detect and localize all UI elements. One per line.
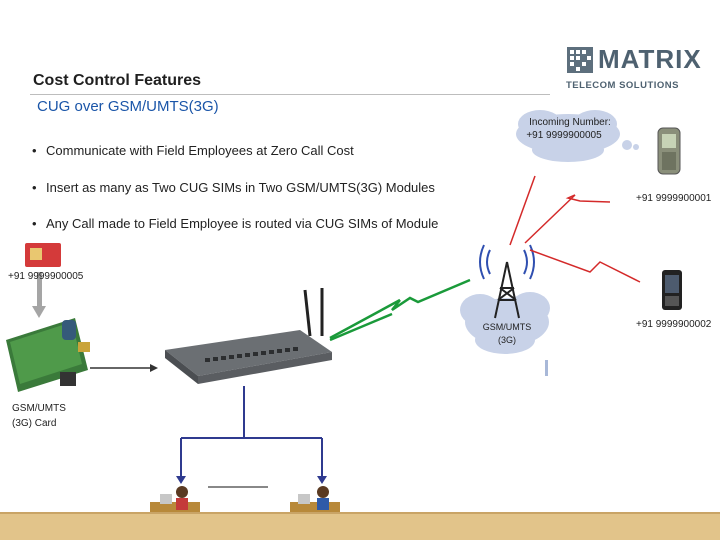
- logo-tagline: TELECOM SOLUTIONS: [566, 80, 679, 91]
- arrow-down-icon: [317, 476, 327, 484]
- page-subtitle: CUG over GSM/UMTS(3G): [37, 98, 219, 115]
- gateway-device-icon: [165, 288, 332, 384]
- bullet-3: • Any Call made to Field Employee is rout…: [32, 216, 438, 231]
- gsm-cloud: [460, 292, 550, 354]
- bullet-dot: •: [32, 143, 37, 158]
- bullet-dot: •: [32, 216, 37, 231]
- title-divider: [30, 94, 550, 95]
- card-to-device-arrow: [90, 364, 158, 372]
- ground-edge: [0, 512, 720, 515]
- extension-lines: [180, 386, 323, 478]
- tower-icon: [479, 244, 535, 319]
- phone-2-number: +91 9999900002: [636, 319, 712, 330]
- sim-number: +91 9999900005: [8, 271, 84, 282]
- cloud-label-line1: GSM/UMTS: [482, 322, 532, 332]
- logo-wordmark: MATRIX: [598, 44, 702, 74]
- green-link-line: [329, 278, 471, 342]
- phone-1-number: +91 9999900001: [636, 193, 712, 204]
- sim-insert-arrow: [32, 272, 46, 318]
- page-title: Cost Control Features: [33, 72, 202, 89]
- matrix-logo-icon: [567, 47, 593, 73]
- bullet-2: • Insert as many as Two CUG SIMs in Two G…: [32, 180, 435, 195]
- arrow-down-icon: [176, 476, 186, 484]
- card-label-line2: (3G) Card: [12, 418, 57, 429]
- bullet-1-text: Communicate with Field Employees at Zero…: [46, 143, 354, 158]
- employee-1-icon: [150, 486, 200, 512]
- gsm-card-icon: [6, 318, 90, 392]
- red-link-lines: [509, 175, 641, 283]
- bullet-3-text: Any Call made to Field Employee is route…: [46, 216, 439, 231]
- cloud-tail: [545, 360, 548, 376]
- cloud-label-line2: (3G): [498, 335, 516, 345]
- incoming-number: +91 9999900005: [526, 130, 602, 141]
- bullet-2-text: Insert as many as Two CUG SIMs in Two GS…: [46, 180, 435, 195]
- sim-card-icon: [25, 243, 61, 267]
- ground-strip: [0, 514, 720, 540]
- bullet-1: • Communicate with Field Employees at Zer…: [32, 143, 354, 158]
- employee-2-icon: [290, 486, 340, 512]
- bullet-dot: •: [32, 180, 37, 195]
- phone-2-icon: [662, 270, 682, 310]
- incoming-label: Incoming Number:: [529, 117, 611, 128]
- card-label-line1: GSM/UMTS: [12, 403, 66, 414]
- phone-1-icon: [657, 127, 681, 175]
- incoming-cloud: [516, 110, 639, 162]
